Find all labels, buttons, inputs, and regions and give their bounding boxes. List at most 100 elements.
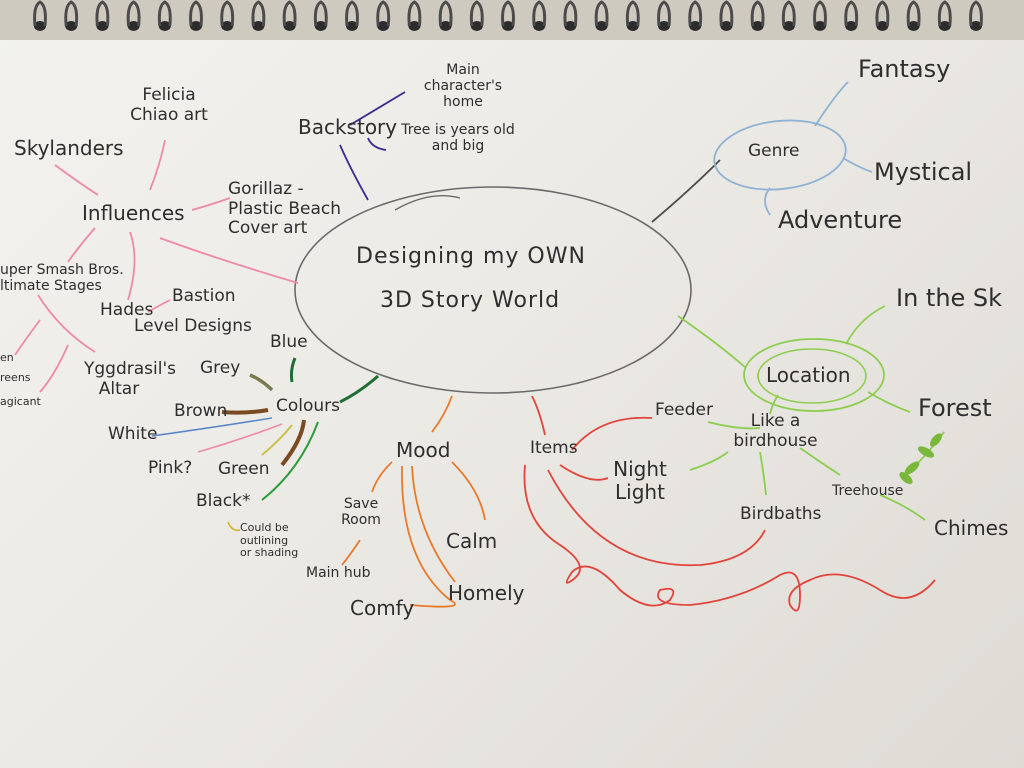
spiral-ring [376,0,391,31]
stroke-green [261,424,293,456]
items-like-a-birdhouse: Like a birdhouse [733,411,818,451]
location-circle-inner [757,348,867,404]
stroke-brown [221,408,269,415]
spiral-ring [33,0,47,31]
line-treehouse [799,447,841,476]
genre-circle [713,119,847,191]
line-items-night-light [559,464,609,481]
center-title-line2: 3D Story World [380,288,561,313]
spiral-ring [345,0,359,31]
spiral-ring [750,0,765,31]
items-night-light: Night Light [613,457,667,504]
items-label: Items [530,438,578,458]
spiral-ring [469,0,484,31]
spiral-ring [438,0,453,31]
influences-bastion: Bastion [172,286,236,306]
mood-comfy: Comfy [350,596,415,620]
influences-smash-bros: uper Smash Bros. ltimate Stages [0,262,124,295]
influences-felicia-chiao: Felicia Chiao art [130,85,208,125]
spiral-ring [313,0,328,31]
center-title-line1: Designing my OWN [356,244,586,269]
spiral-ring [189,0,203,31]
spiral-ring [844,0,859,31]
line-birdbaths [759,451,767,496]
colours-blue: Blue [270,332,308,352]
genre-label: Genre [748,141,800,161]
mood-homely: Homely [448,581,525,605]
spiral-ring [251,0,266,31]
items-squiggle [523,464,936,612]
leaf-3 [930,433,942,447]
line-mystical [842,157,873,173]
mood-save-room: Save Room [341,496,381,529]
spiral-ring [563,0,578,31]
line-hades [127,231,136,301]
influences-partial-agicant: agicant [0,395,41,408]
colours-label: Colours [276,396,341,416]
colours-black: Black* [196,491,251,511]
line-skylanders [54,164,99,196]
line-felicia [149,139,166,191]
spiral-binding [0,0,1024,40]
spiral-ring [813,0,827,31]
line-genre [651,159,721,223]
leaf-1 [904,461,920,475]
line-yggdrasil [37,294,96,353]
mood-main-hub: Main hub [306,565,371,581]
location-label: Location [766,363,851,387]
stroke-brown-2 [280,419,306,467]
spiral-ring [220,0,235,31]
location-forest: Forest [918,394,992,422]
influences-label: Influences [82,201,185,225]
spiral-ring [937,0,952,31]
line-bastion [147,299,171,313]
stroke-pink [197,423,283,453]
items-birdbaths: Birdbaths [740,504,822,524]
genre-adventure: Adventure [778,206,903,234]
stroke-blue [289,357,297,383]
colours-grey: Grey [200,358,241,378]
leaf-4 [899,472,913,484]
spiral-ring [781,0,796,31]
line-main-hub [341,539,361,566]
spiral-ring [969,0,983,31]
line-night-light [689,451,729,471]
spiral-ring [688,0,703,31]
spiral-ring [157,0,172,31]
spiral-ring [407,0,422,31]
line-in-the-sky [845,305,886,345]
line-homely [411,465,456,583]
line-location [677,315,747,369]
line-backstory-home [349,91,406,126]
influences-partial-reens: reens [0,371,31,384]
spiral-ring [501,0,515,31]
colours-green: Green [218,459,270,479]
colours-brown: Brown [174,401,228,421]
spiral-ring [282,0,297,31]
colours-note: Could be outlining or shading [240,521,299,560]
location-circle-outer [743,338,885,412]
mood-calm: Calm [446,529,498,553]
influences-skylanders: Skylanders [14,136,124,160]
colours-white: White [108,424,158,444]
spiral-ring [126,0,141,31]
genre-mystical: Mystical [874,158,973,186]
stroke-grey [249,373,274,392]
spiral-ring [719,0,734,31]
colours-pink: Pink? [148,458,193,478]
line-gorillaz [191,197,231,211]
spiral-ring [875,0,890,31]
influences-level-designs: Level Designs [134,316,252,336]
influences-partial-en: en [0,351,14,364]
items-feeder: Feeder [655,400,714,420]
stroke-black [261,421,319,501]
spiral-ring [625,0,640,31]
line-colours [339,374,379,404]
line-save-room [371,461,393,493]
line-mood [431,395,453,433]
stroke-white [151,417,273,437]
backstory-detail-tree: Tree is years old and big [401,122,515,155]
spiral-ring [532,0,547,31]
